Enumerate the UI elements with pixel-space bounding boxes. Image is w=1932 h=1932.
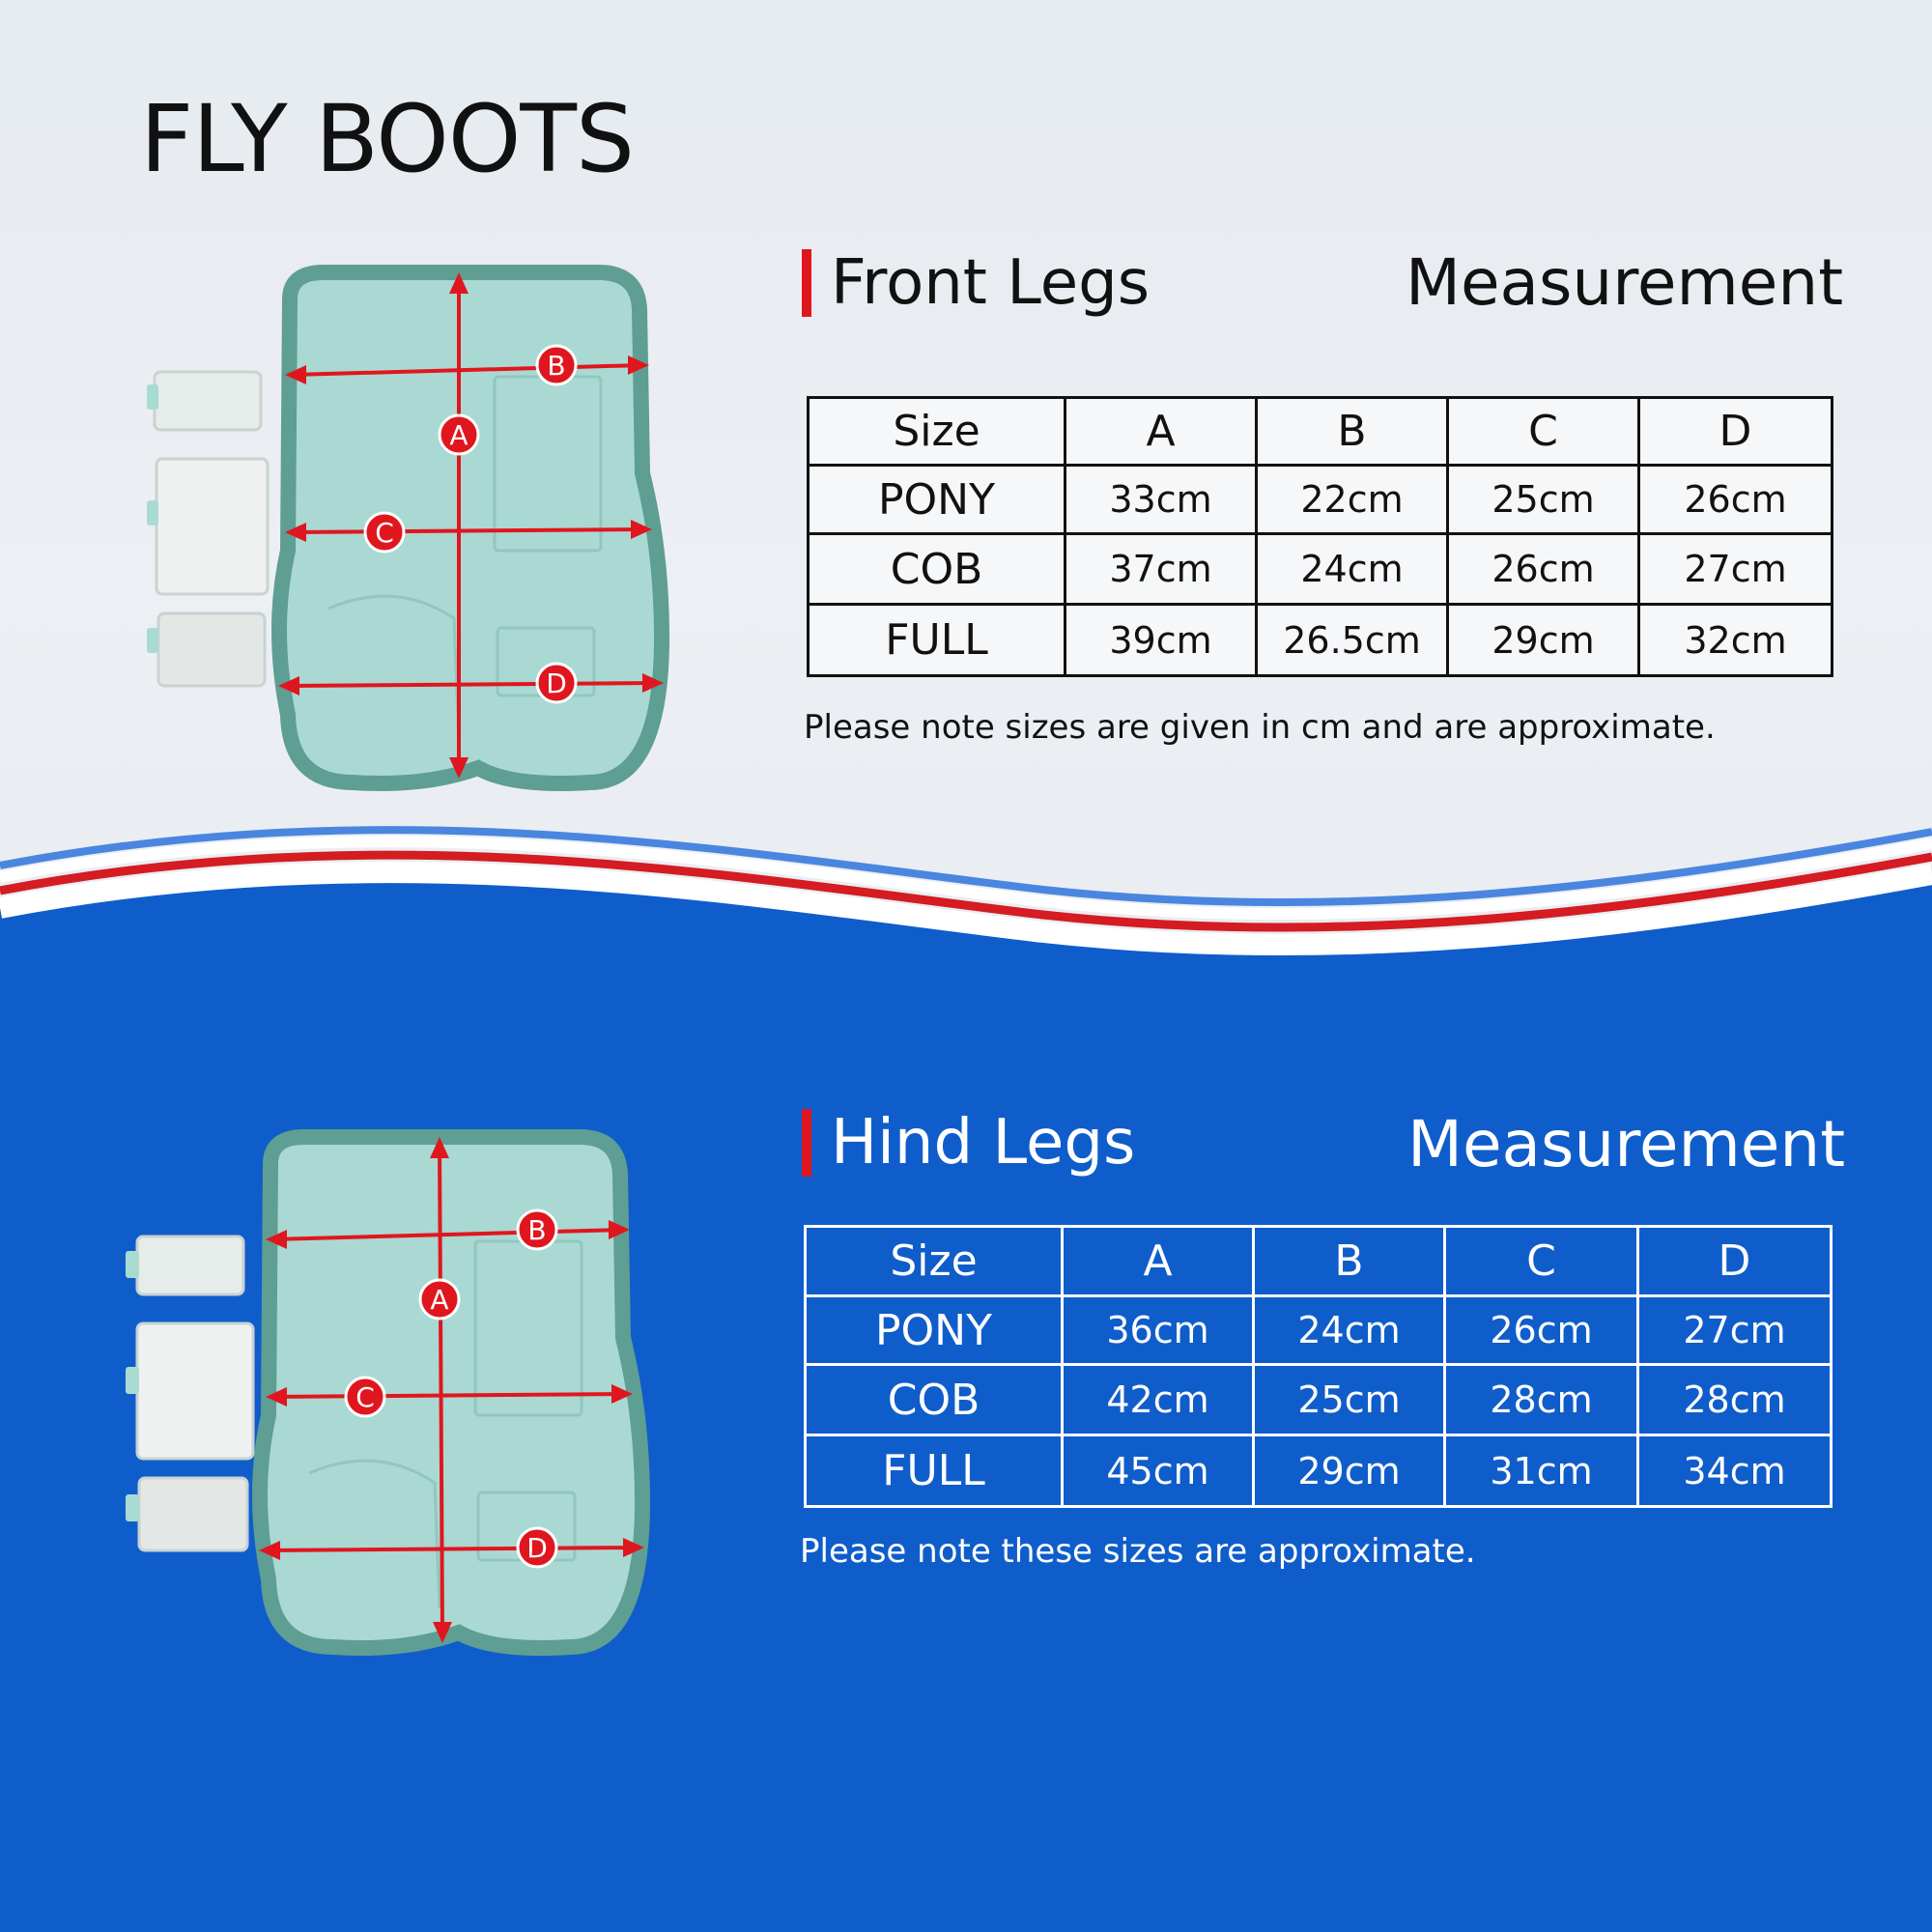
cell-value: 24cm [1252,1294,1446,1366]
marker-c: C [344,1376,386,1418]
table-row: COB 37cm 24cm 26cm 27cm [807,532,1833,606]
cell-value: 26cm [1443,1294,1639,1366]
marker-a: A [418,1278,461,1321]
cell-value: 39cm [1064,603,1258,677]
cell-value: 22cm [1255,464,1449,535]
cell-value: 42cm [1061,1363,1255,1436]
row-size-label: PONY [804,1294,1064,1366]
marker-a: A [438,413,480,456]
svg-text:D: D [526,1532,548,1564]
hind-size-note: Please note these sizes are approximate. [800,1532,1476,1571]
table-row: COB 42cm 25cm 28cm 28cm [804,1363,1833,1436]
cell-value: 32cm [1637,603,1833,677]
table-row: FULL 45cm 29cm 31cm 34cm [804,1434,1833,1508]
table-row: PONY 33cm 22cm 25cm 26cm [807,464,1833,535]
header-size: Size [807,396,1066,467]
cell-value: 45cm [1061,1434,1255,1508]
cell-value: 29cm [1446,603,1640,677]
svg-text:A: A [449,419,468,451]
cell-value: 31cm [1443,1434,1639,1508]
header-b: B [1255,396,1449,467]
hind-boot-diagram: A B C D [126,1129,651,1656]
cell-value: 29cm [1252,1434,1446,1508]
header-d: D [1636,1225,1833,1297]
cell-value: 28cm [1443,1363,1639,1436]
cell-value: 33cm [1064,464,1258,535]
cell-value: 28cm [1636,1363,1833,1436]
marker-b: B [516,1208,558,1251]
front-size-table: Size A B C D PONY 33cm 22cm 25cm 26cm CO… [807,396,1833,677]
front-section-title: Front Legs [802,249,1150,317]
front-size-note: Please note sizes are given in cm and ar… [804,708,1716,747]
cell-value: 26cm [1637,464,1833,535]
cell-value: 25cm [1252,1363,1446,1436]
row-size-label: COB [807,532,1066,606]
row-size-label: COB [804,1363,1064,1436]
cell-value: 36cm [1061,1294,1255,1366]
cell-value: 37cm [1064,532,1258,606]
row-size-label: PONY [807,464,1066,535]
cell-value: 26cm [1446,532,1640,606]
table-header-row: Size A B C D [804,1225,1833,1297]
svg-text:A: A [430,1284,448,1316]
header-d: D [1637,396,1833,467]
svg-text:B: B [547,350,565,382]
hind-measurement-label: Measurement [1407,1107,1846,1181]
cell-value: 25cm [1446,464,1640,535]
marker-d: D [516,1526,558,1569]
front-boot-diagram: A B C D [147,265,670,791]
header-c: C [1443,1225,1639,1297]
table-header-row: Size A B C D [807,396,1833,467]
header-b: B [1252,1225,1446,1297]
svg-text:B: B [527,1214,546,1246]
hind-section-title: Hind Legs [802,1109,1135,1177]
marker-d: D [535,662,578,704]
cell-value: 34cm [1636,1434,1833,1508]
header-c: C [1446,396,1640,467]
svg-text:C: C [355,1381,375,1413]
cell-value: 27cm [1637,532,1833,606]
cell-value: 27cm [1636,1294,1833,1366]
svg-text:D: D [546,668,567,699]
hind-size-table: Size A B C D PONY 36cm 24cm 26cm 27cm CO… [804,1225,1833,1508]
page-title: FLY BOOTS [140,85,635,193]
header-a: A [1061,1225,1255,1297]
header-size: Size [804,1225,1064,1297]
table-row: PONY 36cm 24cm 26cm 27cm [804,1294,1833,1366]
svg-text:C: C [375,517,394,549]
cell-value: 26.5cm [1255,603,1449,677]
table-row: FULL 39cm 26.5cm 29cm 32cm [807,603,1833,677]
row-size-label: FULL [804,1434,1064,1508]
row-size-label: FULL [807,603,1066,677]
marker-c: C [363,511,406,554]
header-a: A [1064,396,1258,467]
front-measurement-label: Measurement [1406,245,1844,320]
cell-value: 24cm [1255,532,1449,606]
marker-b: B [535,344,578,386]
